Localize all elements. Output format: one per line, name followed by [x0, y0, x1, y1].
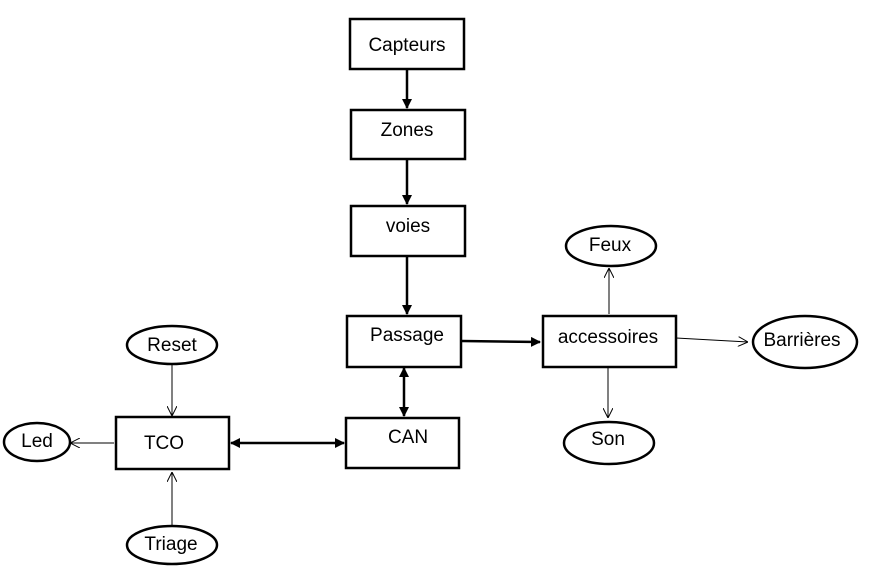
node-feux-label: Feux — [589, 235, 632, 256]
node-son-label: Son — [591, 429, 625, 450]
node-accessoires: accessoires — [541, 314, 678, 369]
node-passage-label: Passage — [370, 325, 444, 346]
node-passage: Passage — [345, 314, 463, 369]
node-capteurs-label: Capteurs — [368, 35, 445, 56]
node-accessoires-label: accessoires — [558, 327, 658, 348]
node-voies-label: voies — [386, 216, 430, 237]
node-zones: Zones — [349, 108, 467, 161]
node-led-label: Led — [21, 431, 53, 452]
node-tco: TCO — [114, 415, 231, 471]
node-son: Son — [562, 420, 656, 466]
node-barrieres: Barrières — [751, 314, 859, 370]
node-tco-label: TCO — [144, 433, 184, 454]
arrow-accessoires-barrieres — [675, 338, 748, 342]
node-voies: voies — [349, 204, 467, 258]
node-reset: Reset — [125, 324, 219, 366]
node-capteurs: Capteurs — [348, 17, 466, 71]
node-reset-label: Reset — [147, 335, 197, 356]
node-feux: Feux — [564, 224, 658, 268]
node-led: Led — [2, 421, 72, 463]
node-triage-label: Triage — [144, 534, 197, 555]
node-barrieres-label: Barrières — [763, 330, 840, 351]
node-can-label: CAN — [388, 427, 428, 448]
node-can: CAN — [344, 416, 461, 470]
node-zones-label: Zones — [381, 120, 434, 141]
node-triage: Triage — [125, 524, 219, 566]
arrow-passage-accessoires — [461, 336, 541, 347]
